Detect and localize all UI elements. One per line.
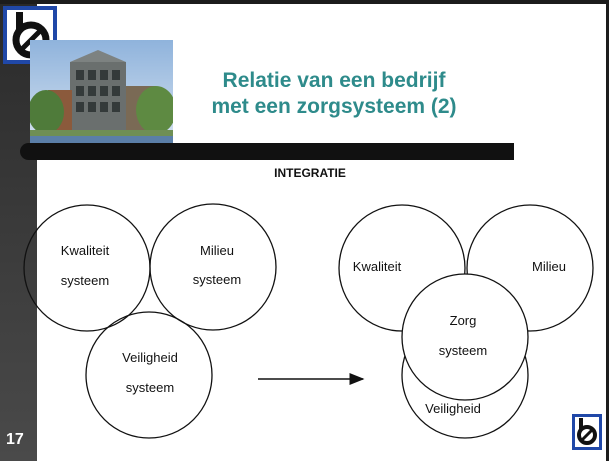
zorg-circle — [401, 273, 529, 401]
building-photo — [30, 40, 173, 147]
slide-title: Relatie van een bedrijf met een zorgsyst… — [172, 68, 496, 120]
veiligheid-integrated-label: Veiligheid — [425, 401, 481, 416]
top-border — [0, 0, 609, 4]
milieu-circle — [149, 203, 277, 331]
right-border — [606, 0, 609, 461]
milieu-label-2: systeem — [193, 272, 241, 287]
veiligheid-circle — [85, 311, 213, 439]
title-line-2: met een zorgsysteem (2) — [211, 95, 457, 118]
milieu-integrated-circle — [466, 204, 594, 332]
subtitle: INTEGRATIE — [274, 166, 346, 180]
kwaliteit-integrated-label: Kwaliteit — [353, 259, 402, 274]
kwaliteit-circle — [23, 204, 151, 332]
milieu-label-1: Milieu — [200, 243, 234, 258]
page-number: 17 — [6, 431, 24, 448]
zorg-label-2: systeem — [439, 343, 487, 358]
veiligheid-label-1: Veiligheid — [122, 350, 178, 365]
kwaliteit-label-2: systeem — [61, 273, 109, 288]
zorg-label-1: Zorg — [450, 313, 477, 328]
b-logo-icon — [572, 414, 602, 450]
title-divider-bar — [20, 143, 514, 160]
milieu-integrated-label: Milieu — [532, 259, 566, 274]
kwaliteit-label-1: Kwaliteit — [61, 243, 110, 258]
title-line-1: Relatie van een bedrijf — [222, 69, 446, 92]
veiligheid-label-2: systeem — [126, 380, 174, 395]
